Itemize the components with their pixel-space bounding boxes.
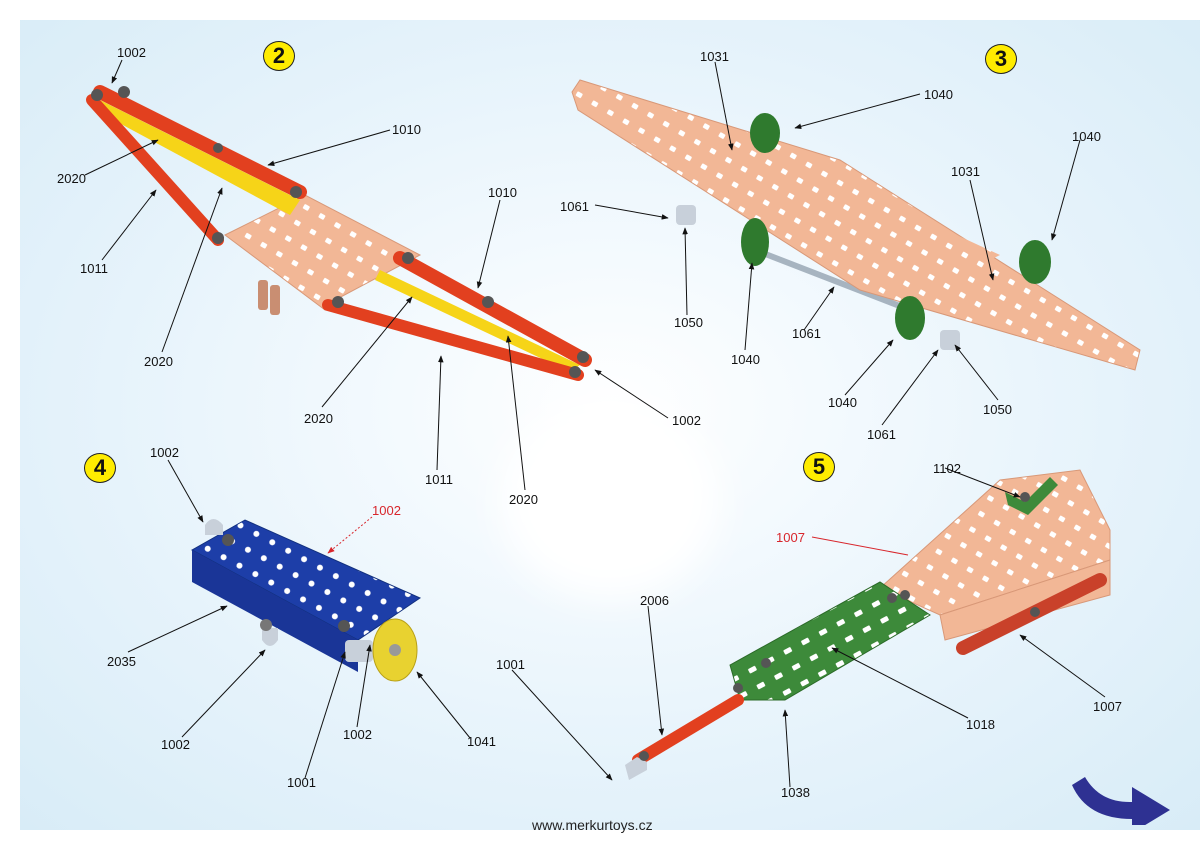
yellow-strip (95, 100, 300, 215)
step-number: 2 (272, 43, 286, 68)
part-label: 1001 (496, 657, 525, 672)
part-label: 1050 (983, 402, 1012, 417)
green-plate-1018 (729, 581, 931, 701)
pulley-hub (389, 644, 401, 656)
green-wheel (1019, 240, 1051, 284)
step-5-leaders (511, 467, 1106, 788)
part-label: 1011 (80, 261, 108, 276)
step-4-model (190, 519, 422, 682)
part-label: 1031 (951, 164, 980, 179)
step-2-leaders (84, 59, 669, 491)
bolt (260, 619, 272, 631)
salmon-side (939, 559, 1111, 641)
part-label: 1041 (467, 734, 496, 749)
part-label: 1061 (867, 427, 896, 442)
salmon-center-plate (740, 172, 1000, 295)
part-label: 1002 (161, 737, 190, 752)
part-label: 1040 (1072, 129, 1101, 144)
axle-block (345, 640, 373, 662)
step-5-model (625, 469, 1111, 780)
step-badge-5: 5 (803, 452, 835, 482)
part-label: 1050 (674, 315, 703, 330)
green-wheel (750, 113, 780, 153)
step-4-leaders (127, 459, 471, 779)
step-3-model (571, 79, 1141, 371)
part-label: 1002 (343, 727, 372, 742)
part-label: 1002 (150, 445, 179, 460)
step-3-leaders (594, 61, 1081, 426)
step-number: 5 (812, 454, 826, 479)
footer-url[interactable]: www.merkurtoys.cz (532, 817, 653, 833)
part-label: 2020 (304, 411, 333, 426)
part-label: 1011 (425, 472, 453, 487)
part-label: 1002 (117, 45, 146, 60)
red-strip (393, 251, 592, 367)
part-label: 2006 (640, 593, 669, 608)
double-bracket (262, 628, 278, 646)
green-bracket-1102 (1005, 477, 1058, 515)
red-strip-2006 (632, 694, 744, 766)
part-label: 1061 (792, 326, 821, 341)
blue-plate-side (192, 550, 358, 672)
red-strip (322, 299, 584, 381)
part-label: 2035 (107, 654, 136, 669)
yellow-strip (375, 270, 580, 372)
red-strip (86, 94, 224, 246)
angle-bracket-1001 (625, 757, 647, 780)
next-page-button[interactable] (1065, 765, 1175, 833)
part-label: 2020 (144, 354, 173, 369)
green-wheel (895, 296, 925, 340)
bolt (338, 620, 350, 632)
step-badge-3: 3 (985, 44, 1017, 74)
part-label: 1007 (1093, 699, 1122, 714)
step-badge-2: 2 (263, 41, 295, 71)
part-label: 1061 (560, 199, 589, 214)
curved-arrow-right-icon (1072, 777, 1170, 833)
part-label: 1001 (287, 775, 316, 790)
pulley-block (676, 205, 696, 225)
step-number: 3 (994, 46, 1008, 71)
part-label: 2020 (57, 171, 86, 186)
bracket (258, 280, 268, 310)
part-label: 1038 (781, 785, 810, 800)
part-label: 1040 (731, 352, 760, 367)
part-label: 2020 (509, 492, 538, 507)
bracket (270, 285, 280, 315)
part-label: 1018 (966, 717, 995, 732)
part-label: 1031 (700, 49, 729, 64)
part-label: 1010 (392, 122, 421, 137)
part-label: 1102 (933, 461, 961, 476)
part-label: 1040 (924, 87, 953, 102)
part-label: 1010 (488, 185, 517, 200)
red-strip (93, 85, 307, 199)
part-label: 1002 (672, 413, 701, 428)
step-2-model (86, 85, 592, 381)
part-label-highlighted: 1002 (372, 503, 401, 518)
part-label-highlighted: 1007 (776, 530, 805, 545)
part-label: 1040 (828, 395, 857, 410)
bolt (222, 534, 234, 546)
background-highlight (500, 400, 720, 600)
step-number: 4 (93, 455, 107, 480)
step-badge-4: 4 (84, 453, 116, 483)
double-bracket (205, 519, 223, 535)
salmon-plate (224, 194, 422, 311)
green-wheel (741, 218, 769, 266)
axle (753, 247, 912, 313)
